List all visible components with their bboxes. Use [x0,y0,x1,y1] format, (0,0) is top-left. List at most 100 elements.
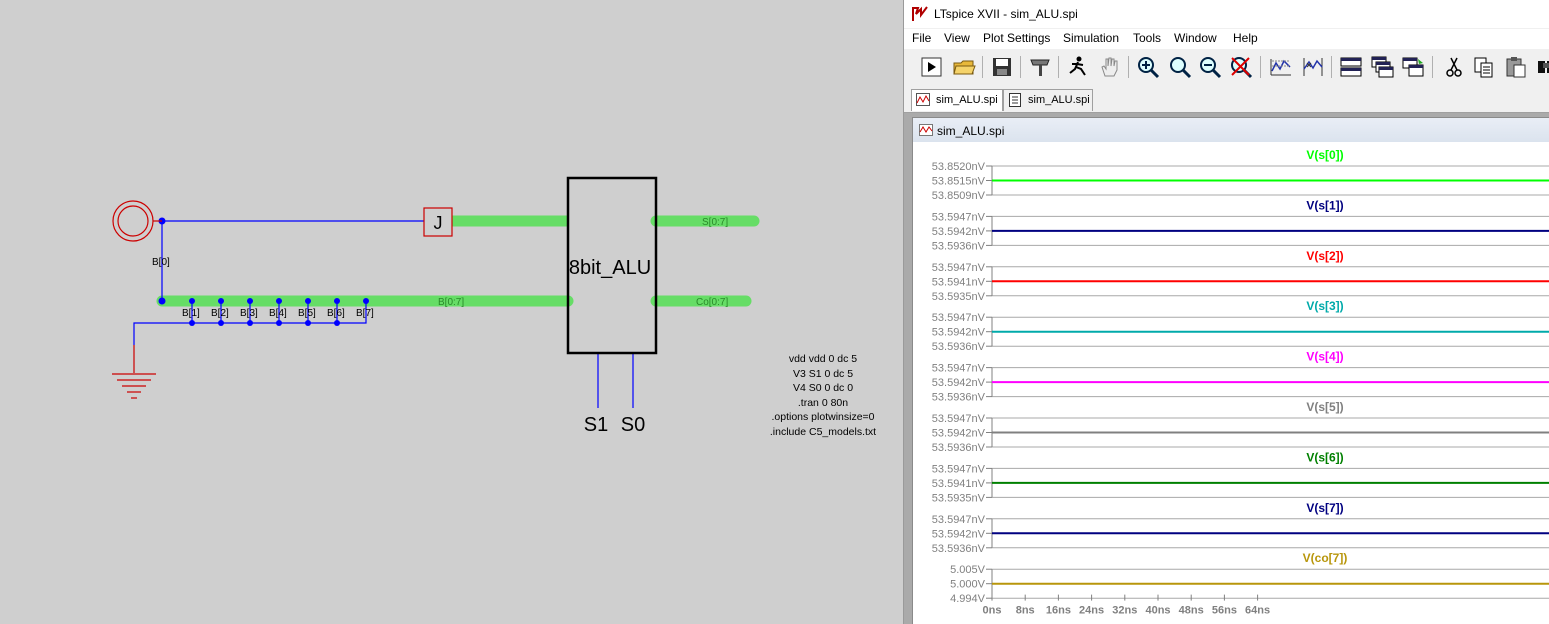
pin-label-s0: S0 [621,414,645,436]
menu-file[interactable]: File [912,31,932,45]
paste-icon[interactable] [1504,55,1528,79]
waveform-plot[interactable]: 53.8520nV 53.8515nV 53.8509nV V(s[0]) 53.594… [913,143,1549,624]
zoom-full-icon[interactable] [1168,55,1192,79]
y-tick-label: 53.5947nV [932,211,986,223]
mdi-area: sim_ALU.spi 53.8520nV 53.8515nV 53.8509nV V… [904,113,1549,624]
waveform-icon [919,124,933,136]
directive-line: vdd vdd 0 dc 5 [788,353,858,365]
menu-view[interactable]: View [944,31,970,45]
trace-label: V(s[2]) [1306,249,1343,263]
y-tick-label: 5.005V [950,564,986,576]
menu-simulation[interactable]: Simulation [1063,31,1120,45]
tab-waveform[interactable]: sim_ALU.spi [911,89,1003,111]
control-panel-icon[interactable] [1028,55,1052,79]
trace-label: V(s[7]) [1306,501,1343,515]
menu-bar: File View Plot Settings Simulation Tools… [904,29,1549,49]
y-tick-label: 53.5947nV [932,514,986,526]
net-label-b7: B[7] [356,308,374,319]
trace-label: V(s[0]) [1306,148,1343,162]
y-tick-label: 53.5941nV [932,478,986,490]
y-tick-label: 53.8509nV [932,190,986,202]
cascade-icon[interactable] [1370,55,1394,79]
wires [133,220,634,408]
schematic-drawing: J 8bit_ALU B[0] B[0:7] S[0:7] Co[0:7] B[… [112,176,760,436]
directive-line: .tran 0 80n [797,396,849,409]
directive-line: .options plotwinsize=0 [771,411,875,423]
title-bar[interactable]: LTspice XVII - sim_ALU.spi [904,0,1549,28]
copy-icon[interactable] [1472,55,1496,79]
ltspice-logo-icon [912,6,928,21]
x-tick-label: 56ns [1212,605,1237,617]
y-tick-label: 53.5947nV [932,312,986,324]
ltspice-window: LTspice XVII - sim_ALU.spi File View Plo… [903,0,1549,624]
y-tick-label: 53.5936nV [932,543,986,555]
zoom-cancel-icon[interactable] [1229,55,1253,79]
y-tick-label: 53.5936nV [932,341,986,353]
open-icon[interactable] [952,55,976,79]
zoom-area-icon[interactable] [1301,55,1325,79]
plot-window-title: sim_ALU.spi [937,124,1005,138]
plot-window-titlebar[interactable]: sim_ALU.spi [913,118,1549,142]
net-label-b0: B[0] [152,257,170,268]
pan-icon[interactable] [1098,55,1122,79]
y-tick-label: 53.8520nV [932,161,986,173]
voltage-source-icon[interactable] [112,200,162,242]
x-tick-label: 0ns [983,605,1002,617]
y-tick-label: 53.5942nV [932,226,986,238]
ground-icon[interactable] [112,345,156,399]
net-label-b-bus: B[0:7] [438,297,464,308]
junction-box[interactable] [423,207,453,237]
tile-horizontal-icon[interactable] [1339,55,1363,79]
y-tick-label: 53.5947nV [932,413,986,425]
y-tick-label: 53.5936nV [932,442,986,454]
toolbar [904,51,1549,85]
y-tick-label: 53.8515nV [932,176,986,188]
window-title: LTspice XVII - sim_ALU.spi [934,7,1078,21]
y-tick-label: 53.5936nV [932,392,986,404]
cut-icon[interactable] [1442,55,1466,79]
y-tick-label: 53.5947nV [932,363,986,375]
y-tick-label: 5.000V [950,579,986,591]
y-tick-label: 53.5942nV [932,528,986,540]
trace-label: V(s[3]) [1306,299,1343,313]
junction-dots [158,217,369,326]
x-tick-label: 32ns [1112,605,1137,617]
directive-line: V4 S0 0 dc 0 [792,382,854,394]
trace-label: V(s[6]) [1306,450,1343,464]
schematic-canvas[interactable]: J 8bit_ALU B[0] B[0:7] S[0:7] Co[0:7] B[… [0,0,903,624]
autorange-icon[interactable] [1269,55,1293,79]
trace-label: V(s[1]) [1306,198,1343,212]
y-tick-label: 53.5942nV [932,428,986,440]
tile-vertical-icon[interactable] [1401,55,1425,79]
netlist-icon [1009,93,1021,107]
trace-label: V(co[7]) [1303,551,1348,565]
menu-plot-settings[interactable]: Plot Settings [983,31,1051,45]
net-label-b1: B[1] [182,308,200,319]
x-tick-label: 8ns [1016,605,1035,617]
net-label-b6: B[6] [327,308,345,319]
run-icon[interactable] [920,55,944,79]
net-label-s-bus: S[0:7] [702,217,728,228]
tab-label: sim_ALU.spi [1028,94,1090,106]
x-tick-label: 24ns [1079,605,1104,617]
x-tick-label: 40ns [1145,605,1170,617]
menu-help[interactable]: Help [1233,31,1258,45]
y-tick-label: 53.5947nV [932,262,986,274]
zoom-in-icon[interactable] [1136,55,1160,79]
zoom-out-icon[interactable] [1198,55,1222,79]
pin-label-s1: S1 [584,414,608,436]
net-label-b4: B[4] [269,308,287,319]
find-icon[interactable] [1534,55,1549,79]
y-tick-label: 53.5936nV [932,240,986,252]
run-probe-icon[interactable] [1066,55,1090,79]
tab-netlist[interactable]: sim_ALU.spi [1003,89,1093,111]
plot-window[interactable]: sim_ALU.spi 53.8520nV 53.8515nV 53.8509nV V… [912,117,1549,624]
spice-directives[interactable]: vdd vdd 0 dc 5 V3 S1 0 dc 5 V4 S0 0 dc 0… [764,352,882,439]
y-tick-label: 53.5942nV [932,327,986,339]
waveform-icon [916,93,930,106]
save-icon[interactable] [990,55,1014,79]
menu-window[interactable]: Window [1174,31,1217,45]
x-tick-label: 64ns [1245,605,1270,617]
alu-component[interactable] [566,176,658,355]
menu-tools[interactable]: Tools [1133,31,1162,45]
